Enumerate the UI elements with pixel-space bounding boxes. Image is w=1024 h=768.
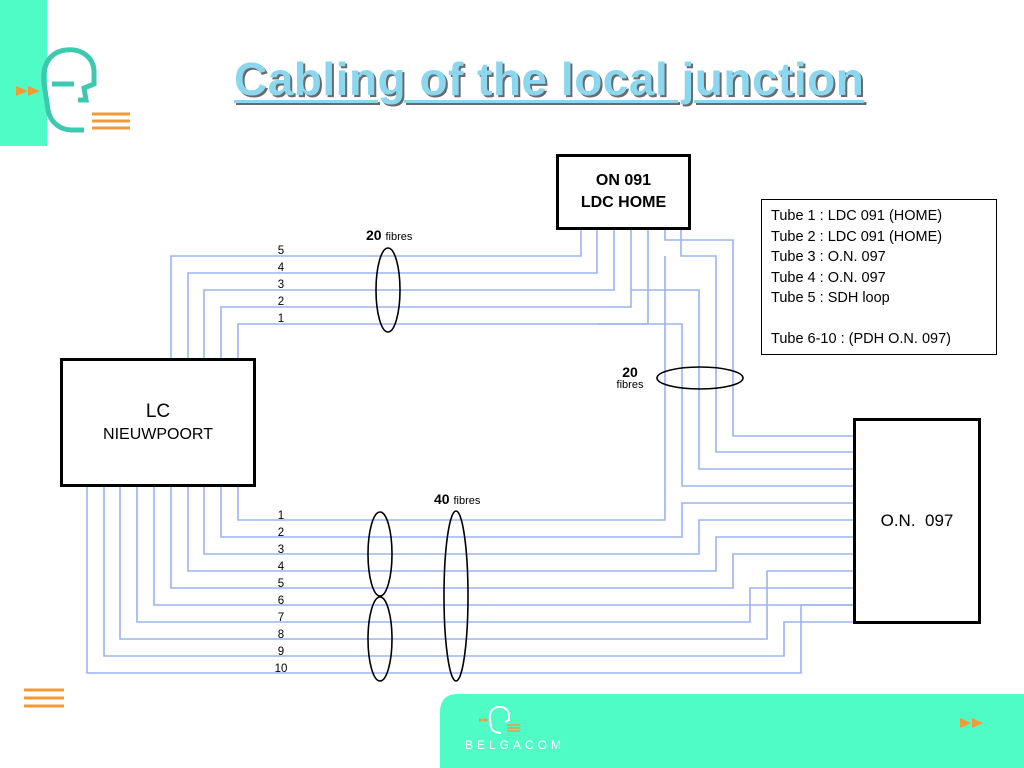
bottom-tube-number: 10 [274, 663, 288, 675]
bottom-bundle-ellipse-40 [443, 510, 469, 682]
right-bundle-ellipse [656, 366, 744, 390]
sdh-loop [237, 256, 666, 521]
legend-item: Tube 1 : LDC 091 (HOME) [771, 208, 943, 224]
top-tube-number: 5 [277, 245, 285, 257]
belgacom-logo-icon [16, 47, 130, 133]
legend-item: Tube 6-10 : (PDH O.N. 097) [771, 331, 951, 347]
top-tube-number: 3 [277, 279, 285, 291]
bottom-tube-number: 5 [277, 578, 285, 590]
top-tube-number: 2 [277, 296, 285, 308]
lc-line2: NIEUWPOORT [103, 425, 213, 443]
bottom-tube-number: 2 [277, 527, 285, 539]
lc-line1: LC [145, 400, 171, 422]
bottom-tube-number: 3 [277, 544, 285, 556]
top-tube-number: 1 [277, 313, 285, 325]
on097-box: O.N. 097 [853, 418, 981, 624]
legend-item: Tube 5 : SDH loop [771, 290, 890, 306]
on091-ldc-home-box: ON 091 LDC HOME [556, 154, 691, 230]
on091-line1: ON 091 [595, 172, 652, 189]
legend-item: Tube 4 : O.N. 097 [771, 269, 886, 286]
top-tube-number: 4 [277, 262, 285, 274]
on097-label: O.N. 097 [880, 511, 954, 530]
right-bundle-unit: fibres [616, 379, 644, 391]
top-tube-1 [237, 228, 649, 360]
top-bundle-label: 20 fibres [366, 227, 412, 243]
bottom-bundle-ellipse-a [367, 511, 393, 597]
footer-band [440, 694, 1024, 768]
legend-item: Tube 3 : O.N. 097 [771, 249, 886, 265]
top-bundle-unit: fibres [385, 231, 413, 243]
on091-line2: LDC HOME [580, 194, 667, 211]
top-tube-2 [220, 228, 632, 360]
tube-legend: Tube 1 : LDC 091 (HOME) Tube 2 : LDC 091… [761, 199, 997, 355]
bottom-tube-number: 7 [277, 612, 285, 624]
on091-on097-link-1 [664, 228, 855, 437]
top-tube-3 [203, 228, 615, 360]
bottom-bundle-count: 40 [434, 491, 450, 507]
legend-item: Tube 2 : LDC 091 (HOME) [771, 228, 943, 245]
page-title: Cabling of the local junction [234, 53, 865, 105]
legend-item [771, 309, 996, 330]
next-arrows-icon [960, 718, 983, 728]
bottom-tube-number: 8 [277, 629, 285, 641]
top-tube-4 [187, 228, 598, 360]
bottom-tube-number: 1 [277, 510, 285, 522]
top-bundle-count: 20 [366, 227, 382, 243]
top-bundle-ellipse [375, 247, 401, 333]
bottom-bundle-label: 40 fibres [434, 491, 480, 507]
menu-lines-icon [24, 688, 64, 708]
lc-nieuwpoort-box: LC NIEUWPOORT [60, 358, 256, 487]
footer-logo-icon [479, 705, 520, 734]
bottom-tube-number: 6 [277, 595, 285, 607]
top-left-accent-bar [0, 0, 47, 146]
bottom-tube-number: 4 [277, 561, 285, 573]
right-bundle-label: 20 fibres [614, 364, 646, 391]
right-bundle-count: 20 [622, 364, 638, 380]
bottom-tube-number: 9 [277, 646, 285, 658]
bottom-bundle-unit: fibres [453, 495, 481, 507]
footer-brand: BELGACOM [464, 738, 565, 752]
bottom-bundle-ellipse-b [367, 596, 393, 682]
top-tube-5 [170, 228, 582, 360]
